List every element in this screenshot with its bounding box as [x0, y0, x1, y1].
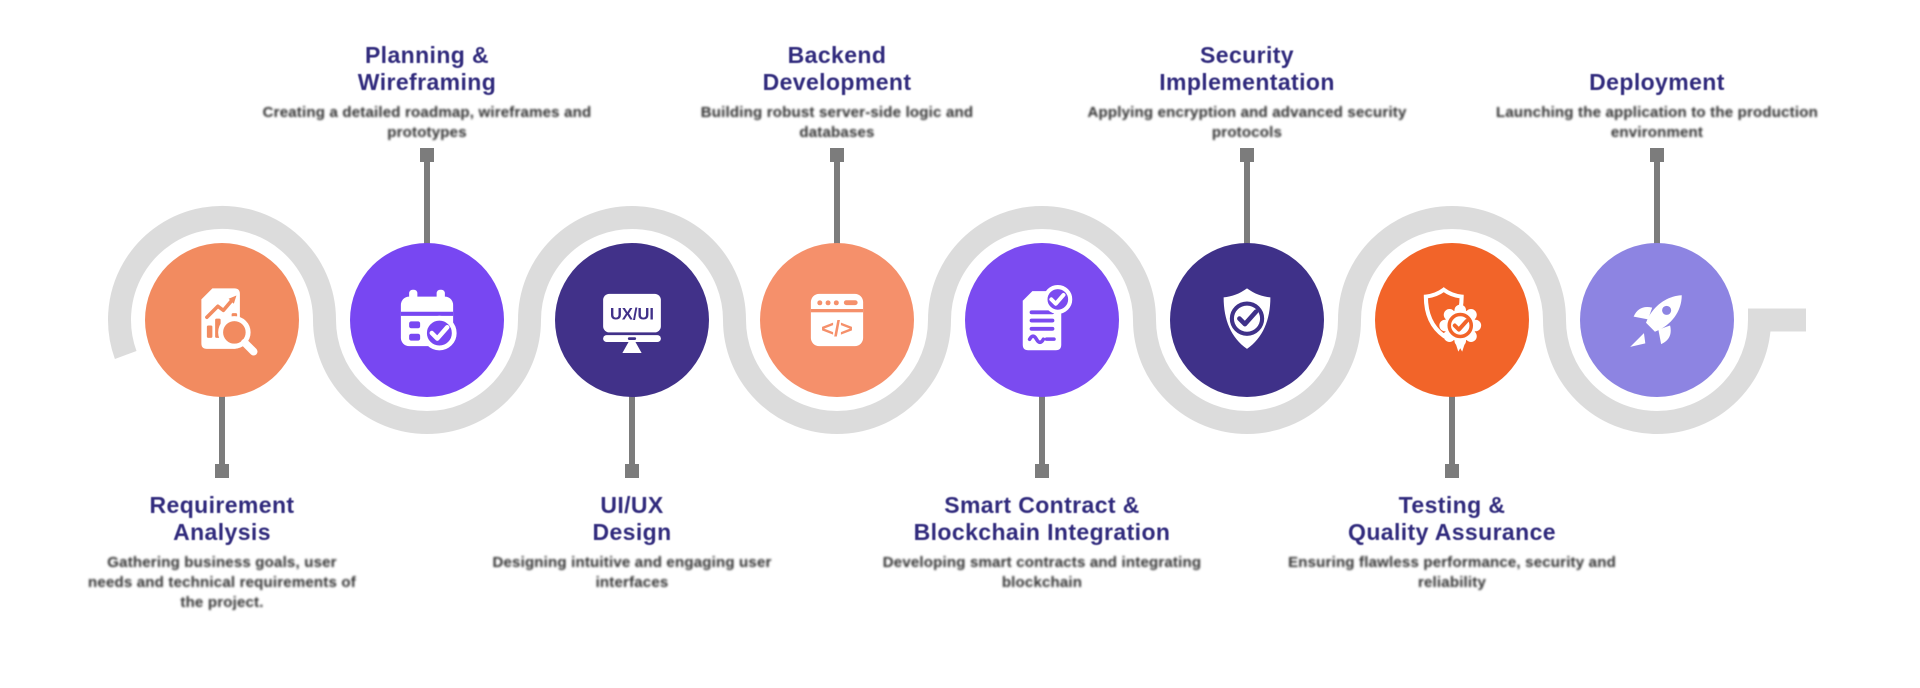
stage-description: Applying encryption and advanced securit…	[1087, 104, 1407, 142]
stage-description: Launching the application to the product…	[1496, 104, 1818, 142]
connector-stage-4	[830, 148, 844, 244]
connector-stage-1	[215, 396, 229, 478]
stage-circle-backend-development: </>	[760, 243, 914, 397]
connector-stage-3	[625, 396, 639, 478]
stage-description: Developing smart contracts and integrati…	[882, 554, 1202, 592]
stage-description: Designing intuitive and engaging user in…	[492, 554, 772, 592]
stage-title: Security Implementation	[1159, 42, 1335, 96]
stage-label-security: Security Implementation Applying encrypt…	[1067, 42, 1427, 143]
calendar-check-icon	[400, 289, 457, 351]
shield-badge-icon	[1423, 287, 1482, 352]
stage-title: UI/UX Design	[592, 492, 672, 546]
code-window-icon: </>	[810, 293, 864, 347]
stage-circle-security	[1170, 243, 1324, 397]
connector-stage-7	[1445, 396, 1459, 478]
stage-circle-smart-contract	[965, 243, 1119, 397]
stage-circle-planning-wireframing	[350, 243, 504, 397]
serpentine-ribbon	[108, 205, 1806, 434]
stage-description: Building robust server-side logic and da…	[700, 104, 974, 142]
stage-label-deployment: Deployment Launching the application to …	[1477, 69, 1837, 143]
connector-stage-8	[1650, 148, 1664, 244]
stage-label-uiux-design: UI/UX Design Designing intuitive and eng…	[452, 492, 812, 593]
stage-description: Creating a detailed roadmap, wireframes …	[262, 104, 592, 142]
stage-label-testing-qa: Testing & Quality Assurance Ensuring fla…	[1272, 492, 1632, 593]
stage-title: Deployment	[1589, 69, 1725, 96]
stage-circle-requirement-analysis	[145, 243, 299, 397]
stage-label-requirement-analysis: Requirement Analysis Gathering business …	[42, 492, 402, 613]
connector-stage-2	[420, 148, 434, 244]
contract-check-icon	[1022, 284, 1073, 351]
stage-circle-uiux-design: UX/UI	[555, 243, 709, 397]
uxui-monitor-icon: UX/UI	[603, 293, 661, 353]
shield-check-icon	[1223, 288, 1271, 349]
stage-label-backend-development: Backend Development Building robust serv…	[657, 42, 1017, 143]
stage-label-planning-wireframing: Planning & Wireframing Creating a detail…	[247, 42, 607, 143]
stage-title: Smart Contract & Blockchain Integration	[913, 492, 1171, 546]
stage-title: Requirement Analysis	[149, 492, 295, 546]
stage-label-smart-contract: Smart Contract & Blockchain Integration …	[862, 492, 1222, 593]
stage-title: Testing & Quality Assurance	[1348, 492, 1556, 546]
analysis-document-magnifier-icon	[201, 288, 258, 356]
stage-description: Ensuring flawless performance, security …	[1288, 554, 1616, 592]
stage-title: Backend Development	[762, 42, 912, 96]
stage-title: Planning & Wireframing	[357, 42, 497, 96]
connector-stage-6	[1240, 148, 1254, 244]
rocket-icon	[1630, 295, 1682, 347]
connector-stage-5	[1035, 396, 1049, 478]
stage-description: Gathering business goals, user needs and…	[88, 554, 356, 611]
stage-circle-testing-qa	[1375, 243, 1529, 397]
stage-circle-deployment	[1580, 243, 1734, 397]
uxui-screen-text: UX/UI	[610, 305, 654, 323]
code-brackets-text: </>	[821, 316, 853, 341]
